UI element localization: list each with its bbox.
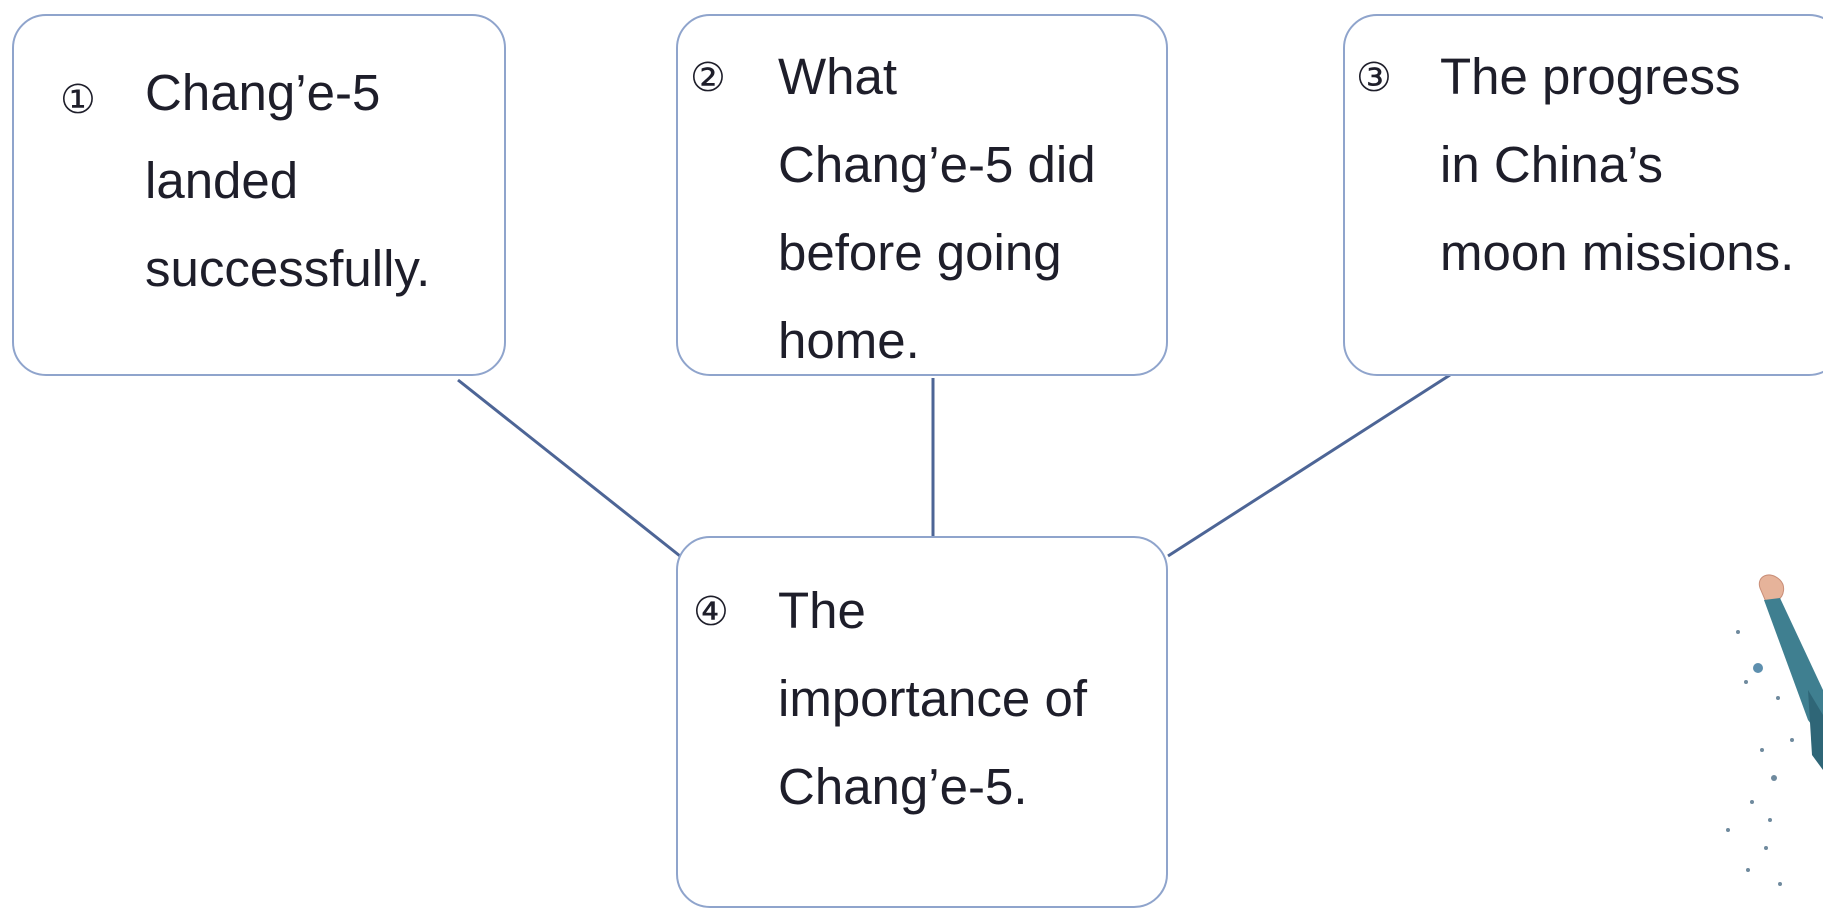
- sparkle-dots: [1726, 630, 1794, 886]
- box-importance-of-chang-e-5: [676, 536, 1168, 908]
- connector-box1-box4: [457, 378, 681, 558]
- box-2-number: ②: [690, 55, 726, 101]
- glove-icon: [1758, 574, 1785, 603]
- box-1-text: Chang’e-5 landed successfully.: [145, 64, 431, 297]
- box-1-number: ①: [60, 77, 96, 123]
- box-4-text: The importance of Chang’e-5.: [778, 582, 1087, 815]
- box-3-text: The progress in China’s moon missions.: [1440, 48, 1795, 281]
- sleeve-icon: [1764, 598, 1823, 740]
- box-2-text: What Chang’e-5 did before going home.: [778, 48, 1096, 369]
- box-chang-e-5-landed: [12, 14, 506, 376]
- box-what-chang-e-5-did: [676, 14, 1168, 376]
- box-progress-moon-missions: [1343, 14, 1823, 376]
- box-3-number: ③: [1356, 55, 1392, 101]
- connector-box3-box4: [1167, 373, 1451, 558]
- astronaut-illustration: [1726, 574, 1823, 886]
- box-4-number: ④: [693, 589, 729, 635]
